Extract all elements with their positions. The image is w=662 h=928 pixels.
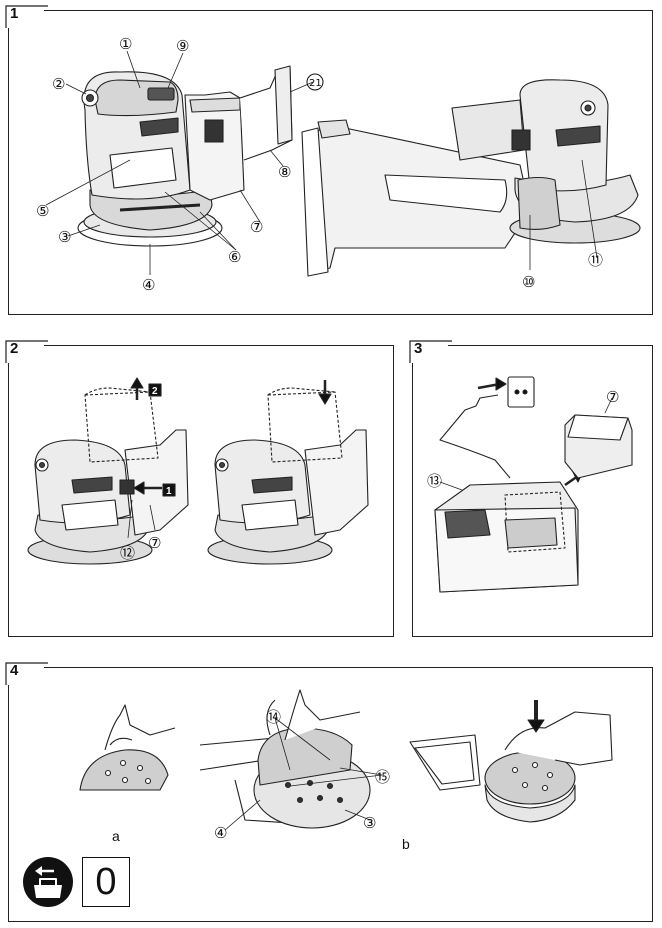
callout-4-p1: ④ bbox=[142, 276, 155, 294]
callout-5: ⑤ bbox=[36, 202, 49, 220]
step-mark-1: 1 bbox=[166, 486, 172, 497]
callout-7-p1: ⑦ bbox=[250, 218, 263, 236]
tool-change-icon bbox=[23, 857, 73, 907]
panel-4-number: 4 bbox=[4, 661, 48, 685]
callout-12: ⑫ bbox=[120, 544, 135, 562]
sub-label-a: a bbox=[112, 828, 120, 844]
callout-3-p1: ③ bbox=[58, 228, 71, 246]
callout-7-p3: ⑦ bbox=[606, 388, 619, 406]
sander-battery-insertion bbox=[207, 380, 369, 565]
sub-label-b: b bbox=[402, 836, 410, 852]
callout-2: ② bbox=[52, 75, 65, 93]
step-marks: 2 1 bbox=[152, 386, 172, 497]
panel-1-number: 1 bbox=[4, 4, 48, 28]
sander-illustration-left bbox=[77, 65, 293, 247]
callout-7-p2: ⑦ bbox=[148, 534, 161, 552]
callout-11: ⑪ bbox=[588, 251, 603, 269]
disc-illustration-b bbox=[199, 689, 383, 831]
callout-10: ⑩ bbox=[522, 273, 535, 291]
callout-1: ① bbox=[119, 35, 132, 53]
charger-illustration bbox=[434, 376, 633, 593]
callout-15: ⑮ bbox=[375, 768, 390, 786]
callout-6: ⑥ bbox=[228, 248, 241, 266]
panel-4-frame bbox=[8, 667, 653, 922]
panel-2-frame bbox=[8, 345, 394, 637]
callout-14: ⑭ bbox=[266, 708, 281, 726]
panel-3-number: 3 bbox=[408, 339, 452, 363]
callout-9: ⑨ bbox=[176, 37, 189, 55]
callout-4-p4: ④ bbox=[214, 824, 227, 842]
sander-battery-removal bbox=[27, 377, 189, 565]
sander-illustration-right bbox=[301, 79, 641, 277]
panel-1-frame bbox=[8, 10, 653, 315]
disc-illustration-press bbox=[409, 700, 613, 823]
callout-21-ring bbox=[306, 73, 324, 91]
callout-13: ⑬ bbox=[427, 472, 442, 490]
callout-8: ⑧ bbox=[278, 163, 291, 181]
disc-illustration-a bbox=[79, 704, 176, 791]
panel-3-frame bbox=[412, 345, 653, 637]
callout-21: 21 bbox=[309, 78, 322, 89]
step-mark-2: 2 bbox=[152, 386, 158, 397]
panel-2-number: 2 bbox=[4, 339, 48, 363]
count-box: 0 bbox=[82, 857, 130, 907]
callout-3-p4: ③ bbox=[363, 814, 376, 832]
